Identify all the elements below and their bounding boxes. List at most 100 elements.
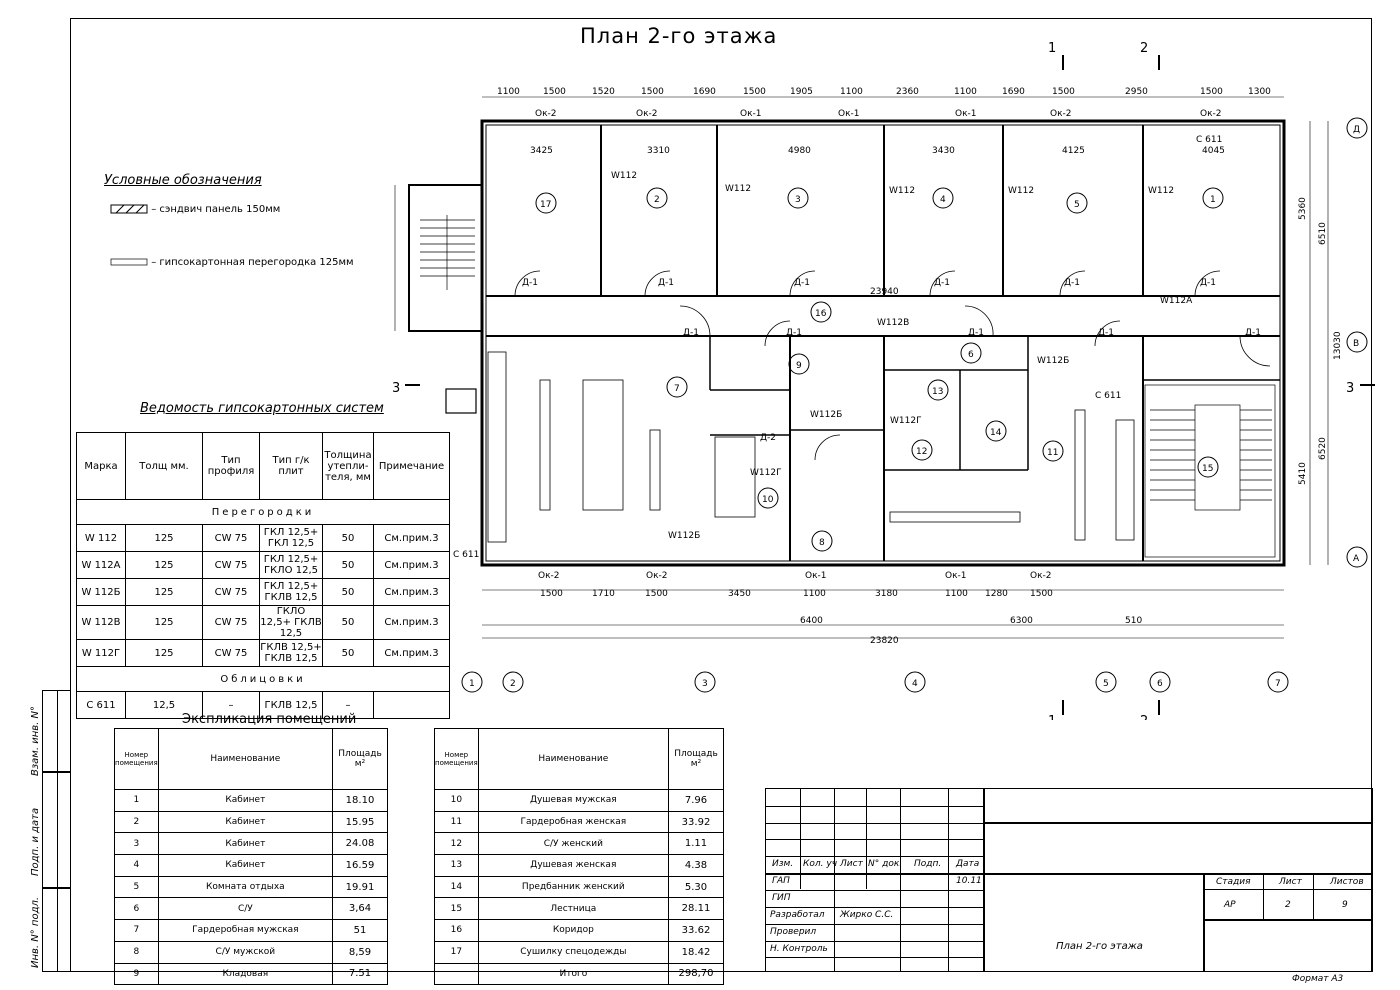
ved-cell: – <box>322 691 374 719</box>
expl-cell: 16.59 <box>332 854 388 877</box>
dim: 5360 <box>1298 197 1308 220</box>
door-mark: Д-1 <box>794 278 810 288</box>
expl-cell: 18.10 <box>332 789 388 812</box>
dim: 1500 <box>543 87 566 97</box>
expl-cell: 1.11 <box>668 832 724 856</box>
stamp-sheets-header: Листов <box>1330 877 1364 887</box>
expl-cell: 17 <box>434 940 479 964</box>
door-mark: Д-1 <box>522 278 538 288</box>
outer-wall <box>480 119 1286 567</box>
expl-header: Наименование <box>477 728 670 790</box>
stamp-role: ГАП <box>772 876 790 886</box>
stamp-sheet: 2 <box>1285 900 1291 910</box>
ved-cell: ГКЛ 12,5+ ГКЛ 12,5 <box>259 524 323 552</box>
dim: 1500 <box>1052 87 1075 97</box>
ved-cell: W 112А <box>76 551 126 579</box>
room-number: 15 <box>1202 464 1213 474</box>
expl-cell: 15.95 <box>332 810 388 834</box>
ved-cell: W 112В <box>76 605 126 640</box>
side-label: Взам. инв. N° <box>30 706 41 776</box>
partition-mark: W112 <box>725 184 751 194</box>
expl-header: Номер помещения <box>434 728 479 790</box>
ved-header: Примечание <box>373 432 450 500</box>
dim: 1690 <box>693 87 716 97</box>
axis-label: 5 <box>1103 679 1109 689</box>
floor-plan: 1 2 1 2 3 3 Д В А 1 2 3 4 5 6 7 1100 150… <box>392 41 1375 720</box>
expl-table-right: Номер помещения Наименование Площадь м² … <box>434 728 724 986</box>
sandwich-panel-symbol <box>110 204 148 214</box>
partition-mark: С 611 <box>453 550 479 560</box>
expl-cell: 8 <box>114 940 159 964</box>
ved-cell: С 611 <box>76 691 126 719</box>
dim: 1500 <box>641 87 664 97</box>
ved-cell: 125 <box>125 578 203 606</box>
side-stamp <box>42 690 71 972</box>
stamp-sheet-header: Лист <box>1279 877 1302 887</box>
room-number: 3 <box>795 195 801 205</box>
partition-mark: W112Г <box>750 468 782 478</box>
partition-mark: W112В <box>877 318 909 328</box>
ved-cell: 50 <box>322 639 374 667</box>
door-mark: Д-1 <box>934 278 950 288</box>
ved-cell: 50 <box>322 551 374 579</box>
legend-label: – сэндвич панель 150мм <box>151 204 281 215</box>
ved-cell: См.прим.3 <box>373 605 450 640</box>
ved-title: Ведомость гипсокартонных систем <box>140 401 384 416</box>
expl-cell: 33.62 <box>668 919 724 942</box>
door-mark: Д-1 <box>786 328 802 338</box>
window-mark: Ок-2 <box>1050 109 1072 119</box>
ved-cell <box>373 691 450 719</box>
room-number: 5 <box>1074 200 1080 210</box>
room-number: 8 <box>819 538 825 548</box>
stamp-role: ГИП <box>772 893 791 903</box>
gypsum-partition-symbol <box>110 258 148 266</box>
dim: 1905 <box>790 87 813 97</box>
partition-mark: W112Б <box>1037 356 1069 366</box>
expl-cell <box>434 962 479 986</box>
partition-mark: С 611 <box>1196 135 1222 145</box>
expl-cell: Кабинет <box>157 854 334 877</box>
dim: 1500 <box>645 589 668 599</box>
room-dim: 3310 <box>647 146 670 156</box>
section-mark: 1 <box>1048 714 1056 720</box>
ved-header: Тип профиля <box>202 432 260 500</box>
expl-cell: Гардеробная мужская <box>157 919 334 942</box>
axis-label: 2 <box>510 679 516 689</box>
ved-header: Толщ мм. <box>125 432 203 500</box>
expl-cell: 24.08 <box>332 832 388 856</box>
expl-cell: 14 <box>434 875 479 899</box>
dim: 1100 <box>945 589 968 599</box>
dim: 13030 <box>1333 331 1343 360</box>
expl-header: Площадь м² <box>668 728 724 790</box>
door-mark: Д-1 <box>1245 328 1261 338</box>
dim: 6520 <box>1318 437 1328 460</box>
axis-label: 6 <box>1157 679 1163 689</box>
partition-mark: W112Г <box>890 416 922 426</box>
window-mark: Ок-2 <box>1200 109 1222 119</box>
expl-cell: Душевая женская <box>477 854 670 877</box>
ved-cell: См.прим.3 <box>373 639 450 667</box>
ved-cell: 50 <box>322 578 374 606</box>
expl-cell: Кабинет <box>157 789 334 812</box>
legend-item-gypsum: – гипсокартонная перегородка 125мм <box>110 257 354 270</box>
ved-cell: См.прим.3 <box>373 524 450 552</box>
side-label: Подп. и дата <box>30 807 41 876</box>
dim: 6300 <box>1010 616 1033 626</box>
ved-cell: ГКЛВ 12,5+ ГКЛВ 12,5 <box>259 639 323 667</box>
expl-cell: 7.51 <box>332 962 388 986</box>
format-label: Формат А3 <box>1292 974 1344 984</box>
ved-cell: 125 <box>125 605 203 640</box>
expl-cell: 9 <box>114 962 159 986</box>
expl-cell: 11 <box>434 810 479 834</box>
partition-mark: С 611 <box>1095 391 1121 401</box>
dim: 1100 <box>803 589 826 599</box>
room-number: 12 <box>916 447 927 457</box>
ved-cell: 50 <box>322 605 374 640</box>
partition-mark: W112Б <box>668 531 700 541</box>
